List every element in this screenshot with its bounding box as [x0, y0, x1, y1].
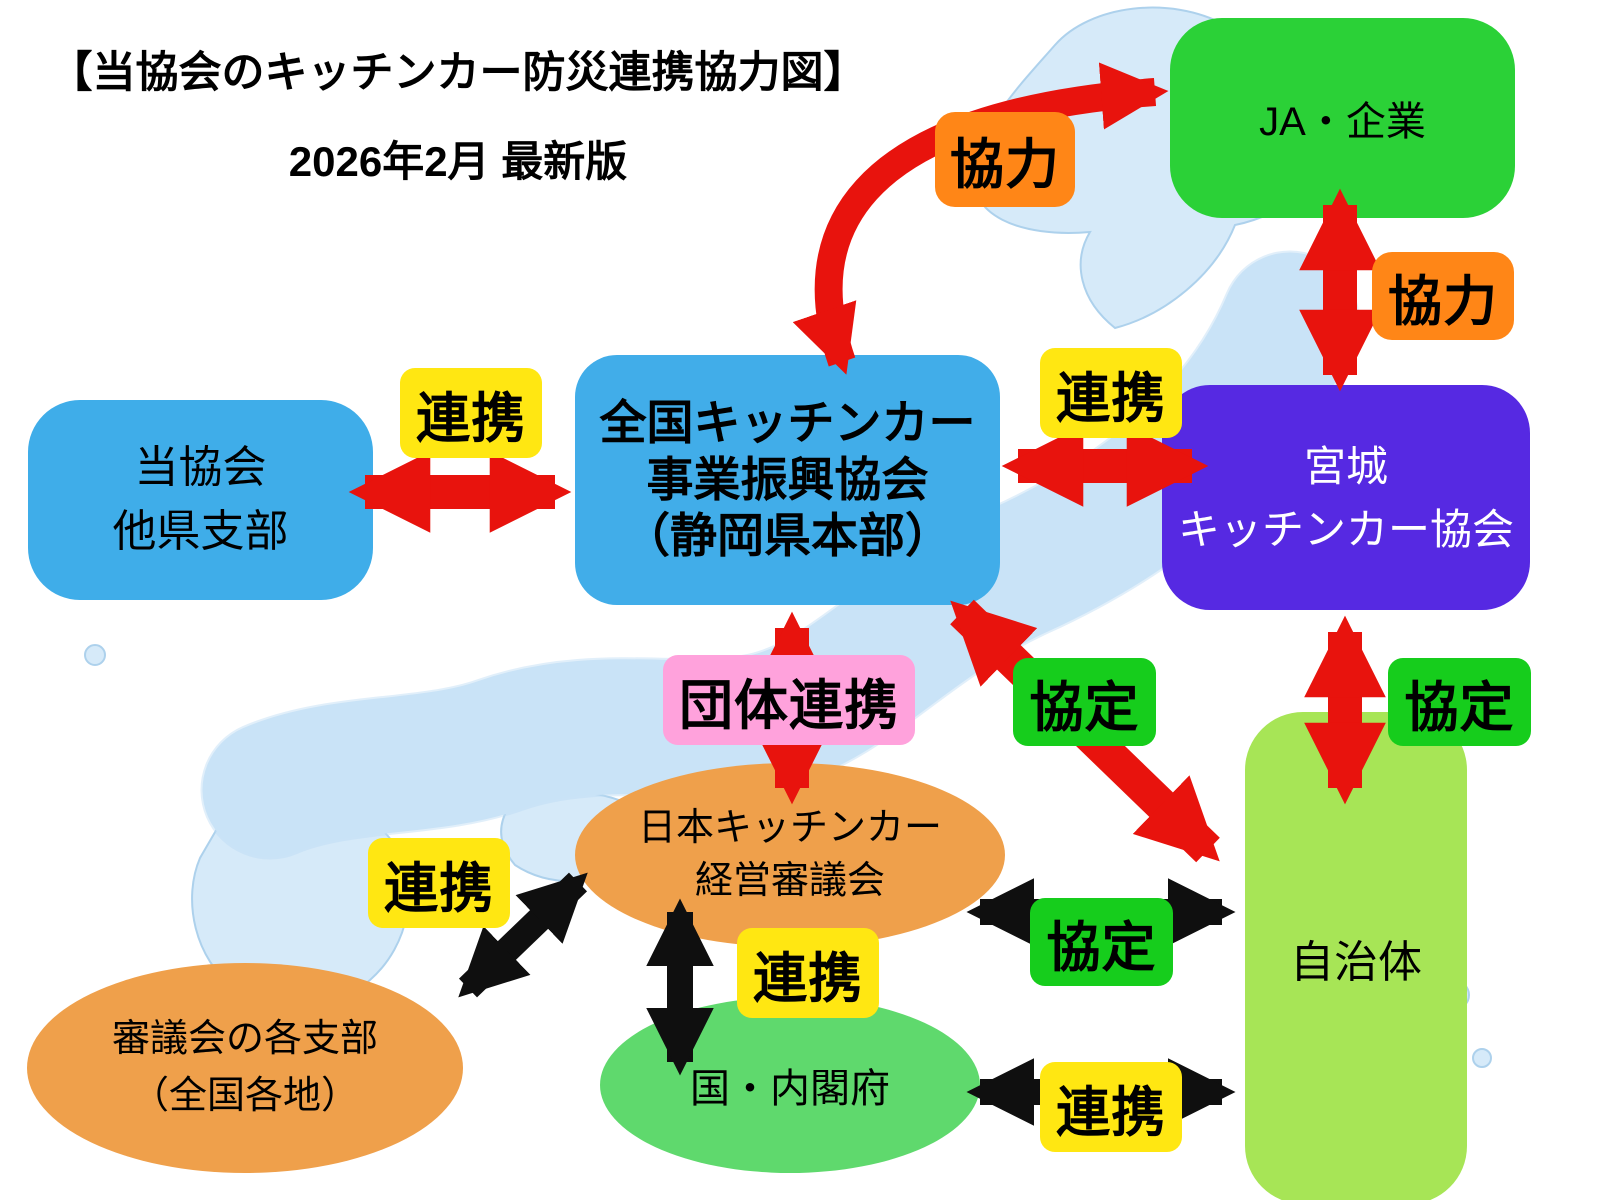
node-honbu: 全国キッチンカー 事業振興協会 （静岡県本部） [575, 355, 1000, 605]
label-group-alliance: 団体連携 [663, 655, 915, 745]
node-municipality-label: 自治体 [1290, 938, 1422, 987]
label-alliance-branches: 連携 [368, 838, 510, 928]
node-council: 日本キッチンカー 経営審議会 [575, 763, 1005, 947]
label-alliance-left: 連携 [400, 368, 542, 458]
page-title: 【当協会のキッチンカー防災連携協力図】 [49, 49, 867, 97]
node-miyagi-line1: 宮城 [1303, 442, 1388, 490]
node-ja-kigyo-label: JA・企業 [1259, 100, 1426, 144]
label-alliance-municipality: 連携 [1040, 1062, 1182, 1152]
node-honbu-line1: 全国キッチンカー [599, 396, 976, 450]
node-government-label: 国・内閣府 [690, 1067, 890, 1111]
node-honbu-line3: （静岡県本部） [623, 509, 952, 563]
label-agreement-municipality: 協定 [1030, 898, 1173, 986]
node-government: 国・内閣府 [600, 997, 980, 1173]
node-miyagi-line2: キッチンカー協会 [1177, 505, 1514, 553]
map-island [84, 644, 106, 666]
node-council-branches-line1: 審議会の各支部 [111, 1018, 378, 1060]
node-other-branches: 当協会 他県支部 [28, 400, 373, 600]
node-ja-kigyo: JA・企業 [1170, 18, 1515, 218]
label-alliance-right: 連携 [1040, 348, 1182, 438]
map-island [1472, 1048, 1492, 1068]
node-council-branches-line2: （全国各地） [130, 1075, 359, 1117]
label-cooperation-top: 協力 [935, 112, 1075, 207]
label-agreement-center: 協定 [1013, 658, 1156, 746]
label-cooperation-right: 協力 [1372, 252, 1514, 340]
node-municipality: 自治体 [1245, 712, 1467, 1200]
node-council-branches: 審議会の各支部 （全国各地） [27, 963, 463, 1173]
label-agreement-right: 協定 [1388, 658, 1531, 746]
node-honbu-line2: 事業振興協会 [646, 452, 929, 506]
title-block: 【当協会のキッチンカー防災連携協力図】 2026年2月 最新版 [28, 38, 888, 189]
page-subtitle: 2026年2月 最新版 [288, 138, 628, 185]
label-alliance-government: 連携 [737, 928, 879, 1018]
node-council-line1: 日本キッチンカー [637, 806, 942, 849]
node-council-line2: 経営審議会 [694, 860, 885, 902]
node-other-branches-line2: 他県支部 [112, 507, 289, 556]
node-miyagi: 宮城 キッチンカー協会 [1162, 385, 1530, 610]
node-other-branches-line1: 当協会 [134, 443, 267, 493]
